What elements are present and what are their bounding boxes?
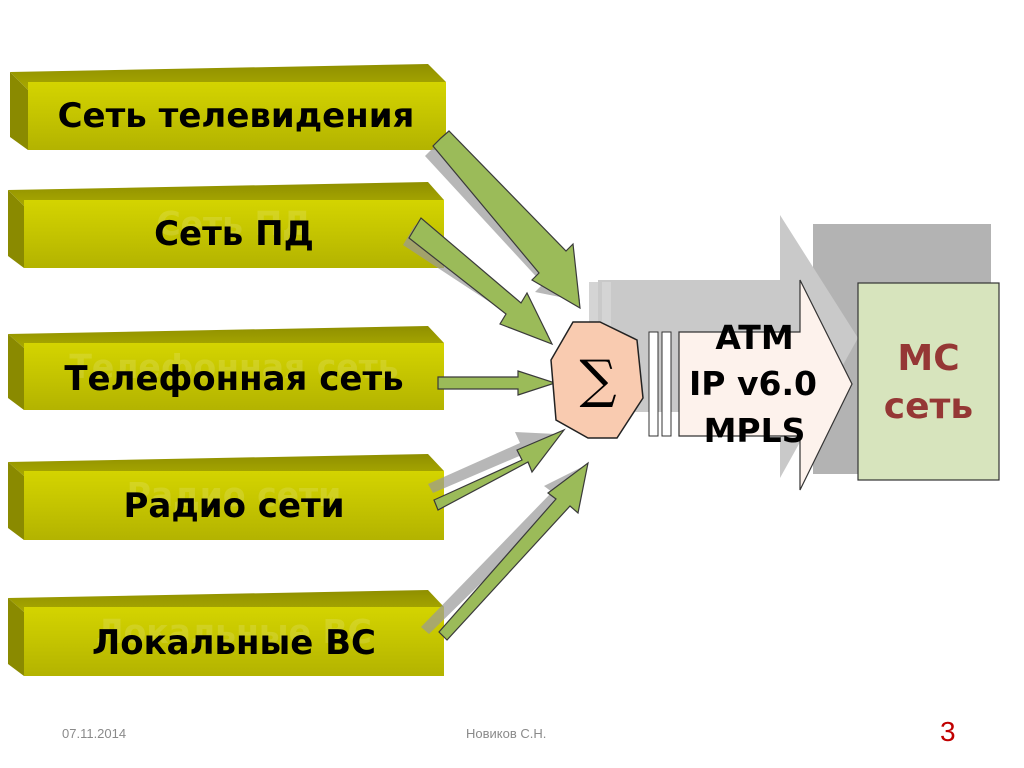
target-box [857,282,1000,481]
arrow-tv [432,130,581,310]
protocol-label-mpls: MPLS [703,411,806,450]
source-box-phone [8,326,444,410]
source-label-pd: Сеть ПД [154,214,314,254]
arrow-pd [408,217,554,346]
page-number: 3 [940,716,956,747]
source-ghost-label-pd: Сеть ПД [156,204,312,243]
target-label-line2: сеть [883,386,974,427]
transport-arrow [648,279,853,491]
source-box-tv [10,64,446,150]
arrow-lan [438,461,589,641]
arrow-radio [433,428,566,511]
target-label-line1: МС [897,338,960,379]
source-box-radio [8,454,444,540]
sum-symbol: ∑ [579,350,617,410]
arrow-phone [437,370,557,396]
source-label-lan: Локальные ВС [91,623,377,663]
source-label-phone: Телефонная сеть [64,359,404,399]
protocol-label-ipv6: IP v6.0 [689,364,817,403]
source-ghost-label-phone: Телефонная сеть [69,347,399,386]
footer-author: Новиков С.Н. [466,726,547,741]
source-ghost-label-radio: Радио сети [126,475,342,514]
source-label-radio: Радио сети [123,486,345,526]
feeder-arrows [403,130,589,641]
protocol-label-atm: ATM [715,318,794,357]
source-ghost-label-lan: Локальные ВС [96,612,372,651]
source-box-pd [8,182,444,268]
footer-date: 07.11.2014 [62,726,127,741]
multiplexer-node [550,321,644,439]
source-box-lan [8,590,444,676]
source-label-tv: Сеть телевидения [57,96,415,136]
